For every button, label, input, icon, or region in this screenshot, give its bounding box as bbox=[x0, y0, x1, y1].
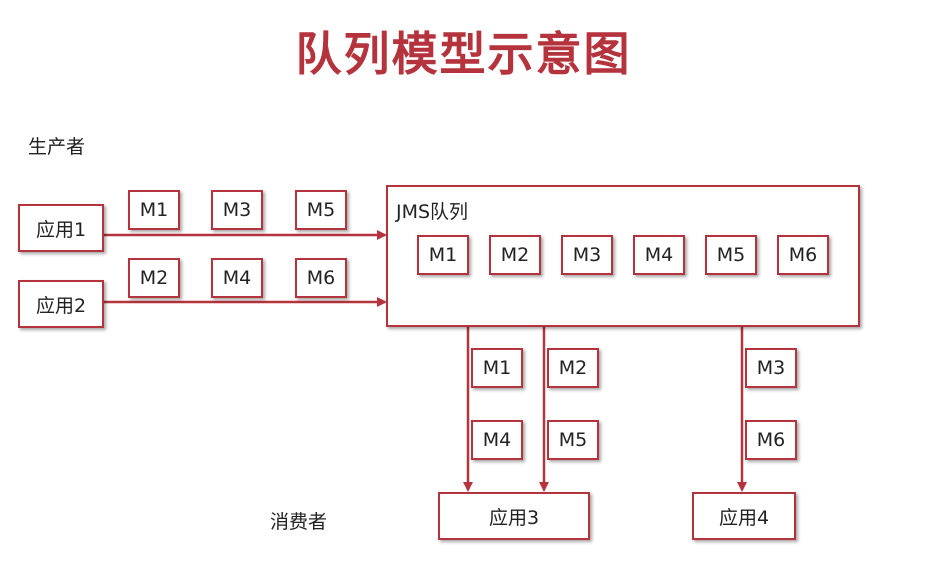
message-box: M6 bbox=[295, 258, 347, 298]
consumer-app3[interactable]: 应用3 bbox=[438, 492, 590, 540]
message-box: M3 bbox=[211, 190, 263, 230]
queue-message: M2 bbox=[489, 235, 541, 275]
consumer-app4[interactable]: 应用4 bbox=[692, 492, 796, 540]
queue-message: M3 bbox=[561, 235, 613, 275]
message-box: M2 bbox=[547, 348, 599, 388]
queue-title: JMS队列 bbox=[396, 201, 469, 223]
queue-message: M1 bbox=[417, 235, 469, 275]
message-box: M2 bbox=[128, 258, 180, 298]
queue-message: M6 bbox=[777, 235, 829, 275]
page-title: 队列模型示意图 bbox=[295, 27, 632, 81]
queue-message: M4 bbox=[633, 235, 685, 275]
producer-app1[interactable]: 应用1 bbox=[18, 204, 104, 252]
message-box: M1 bbox=[128, 190, 180, 230]
message-box: M5 bbox=[547, 420, 599, 460]
message-box: M4 bbox=[471, 420, 523, 460]
consumer-label: 消费者 bbox=[270, 511, 328, 533]
producer-app2[interactable]: 应用2 bbox=[18, 280, 104, 328]
message-box: M3 bbox=[745, 348, 797, 388]
message-box: M6 bbox=[745, 420, 797, 460]
message-box: M4 bbox=[211, 258, 263, 298]
producer-label: 生产者 bbox=[28, 136, 86, 158]
message-box: M5 bbox=[295, 190, 347, 230]
message-box: M1 bbox=[471, 348, 523, 388]
queue-message: M5 bbox=[705, 235, 757, 275]
